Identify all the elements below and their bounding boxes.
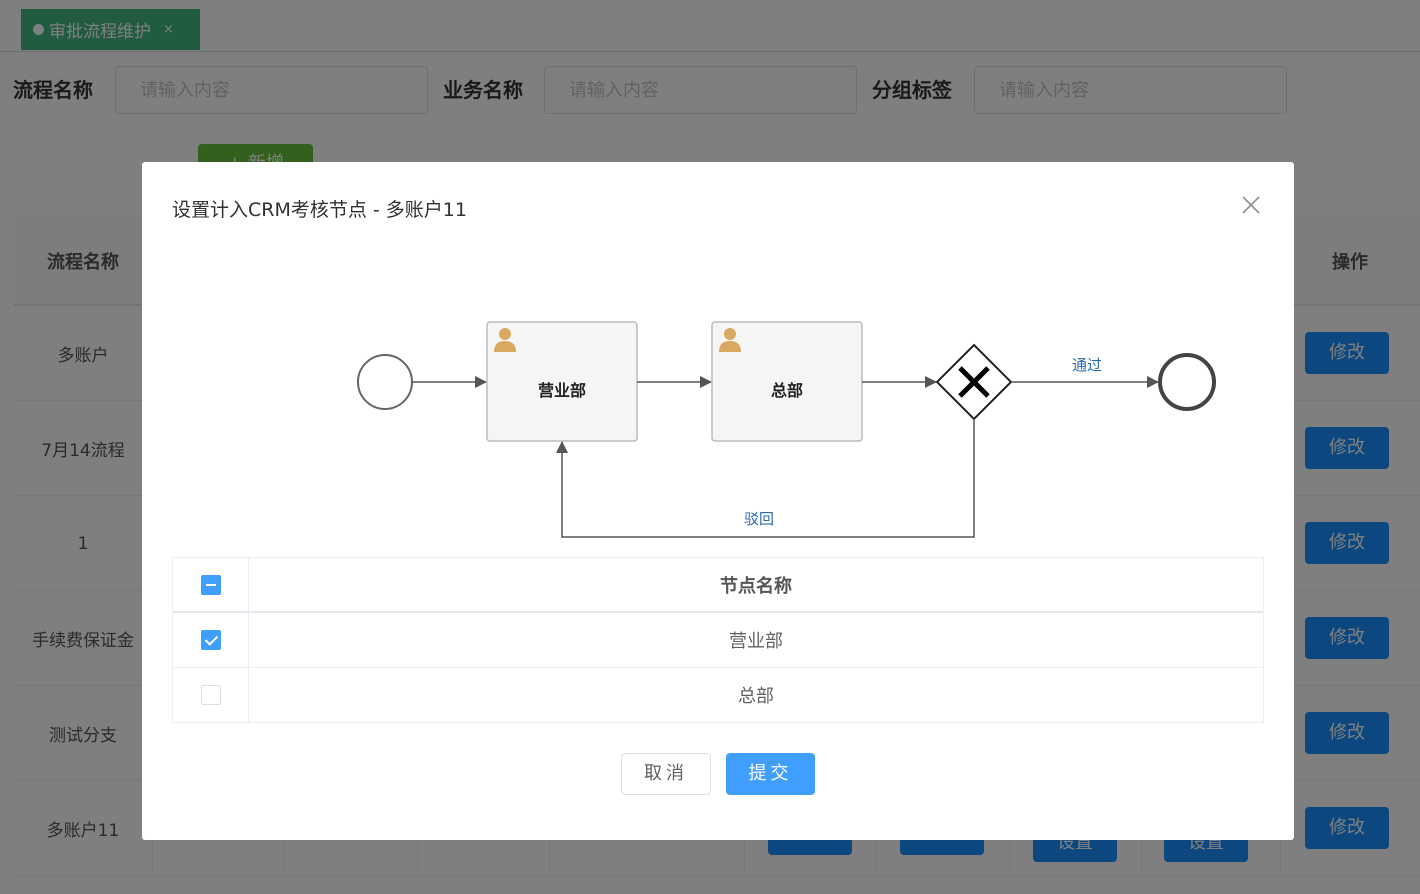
task-label: 总部	[771, 381, 803, 400]
task-label: 营业部	[538, 381, 586, 400]
exclusive-gateway-icon	[935, 343, 1013, 421]
pass-label: 通过	[1072, 356, 1102, 374]
row-checkbox-cell	[173, 668, 249, 722]
select-all-checkbox[interactable]	[200, 574, 221, 595]
node-name-cell: 总部	[738, 686, 774, 707]
select-all-cell	[173, 558, 249, 611]
user-icon	[719, 328, 741, 352]
start-event-icon	[357, 354, 413, 410]
end-event-icon	[1158, 353, 1216, 411]
table-row[interactable]: 总部	[173, 668, 1263, 722]
submit-button[interactable]: 提交	[726, 753, 815, 795]
node-table: 节点名称 营业部 总部	[172, 557, 1264, 723]
task-node-sales-dept[interactable]: 营业部	[486, 321, 638, 442]
sequence-flow-reject	[556, 419, 975, 538]
row-checkbox-cell	[173, 613, 249, 667]
user-icon	[494, 328, 516, 352]
task-node-headquarters[interactable]: 总部	[711, 321, 863, 442]
set-crm-node-dialog: 设置计入CRM考核节点 - 多账户11 营业部	[142, 162, 1294, 840]
reject-label: 驳回	[744, 510, 774, 528]
cancel-button[interactable]: 取消	[621, 753, 711, 795]
node-name-header: 节点名称	[720, 575, 792, 597]
dialog-title: 设置计入CRM考核节点 - 多账户11	[172, 199, 467, 221]
node-name-cell: 营业部	[729, 631, 783, 652]
close-icon[interactable]	[1240, 194, 1262, 216]
row-checkbox[interactable]	[200, 630, 221, 650]
process-flow-diagram: 营业部 总部 通过 驳回	[357, 321, 1216, 538]
table-row[interactable]: 营业部	[173, 613, 1263, 668]
node-table-header: 节点名称	[173, 558, 1263, 613]
row-checkbox[interactable]	[200, 685, 221, 705]
